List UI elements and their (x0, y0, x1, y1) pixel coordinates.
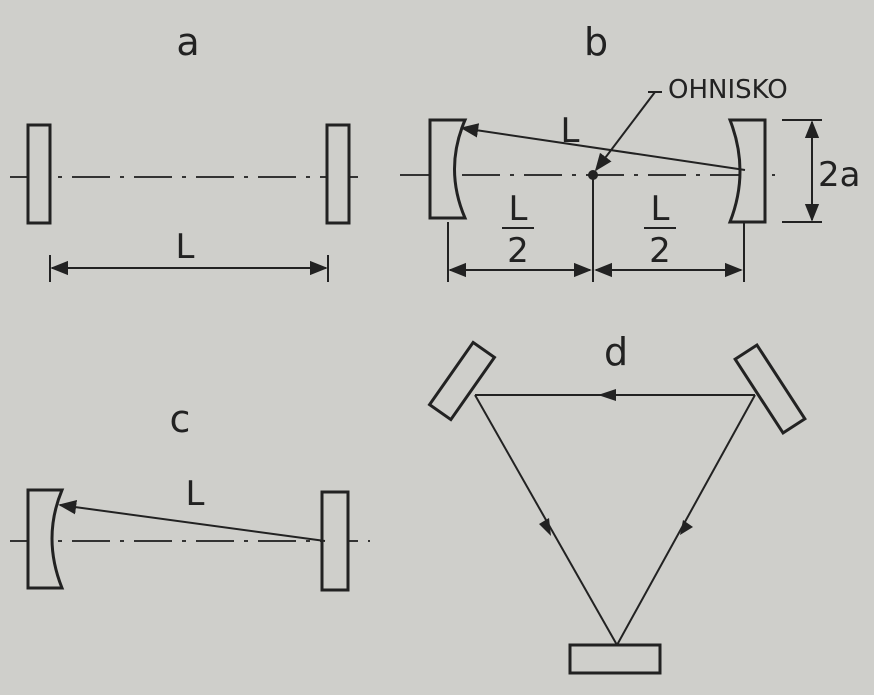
panel-a-right-flat-mirror (325, 123, 351, 225)
panel-b: b L OHNISKO L 2 L 2 2a (400, 20, 860, 282)
panel-b-aperture-label: 2a (818, 155, 860, 195)
panel-b-focus-pointer (594, 91, 656, 172)
panel-d-top-right-mirror (733, 342, 807, 436)
panel-d-label: d (604, 330, 628, 374)
panel-d-right-beam-arrow (680, 520, 693, 535)
panel-c-flat-mirror (320, 490, 350, 592)
panel-b-label: b (584, 20, 608, 64)
panel-a-left-flat-mirror (26, 123, 52, 225)
panel-b-right-half-numerator: L (651, 189, 670, 229)
panel-c-label: c (170, 397, 191, 441)
panel-b-beam-length-label: L (561, 111, 580, 151)
panel-b-right-concave-mirror (727, 118, 767, 224)
panel-b-left-concave-mirror (428, 118, 468, 220)
panel-b-beam (460, 123, 746, 171)
panel-d: d (427, 330, 807, 675)
panel-c: c L (10, 397, 370, 592)
panel-d-top-left-mirror (427, 340, 497, 422)
panel-a: a L (10, 20, 365, 282)
panel-a-length-label: L (176, 227, 195, 267)
panel-b-focus-label: OHNISKO (668, 75, 788, 105)
panel-d-bottom-mirror (568, 643, 662, 675)
panel-b-left-half-numerator: L (509, 189, 528, 229)
panel-b-right-half-denominator: 2 (649, 231, 671, 271)
panel-c-beam-length-label: L (186, 474, 205, 514)
panel-c-concave-mirror (26, 488, 65, 590)
panel-d-top-beam-arrow (598, 389, 616, 401)
panel-b-left-half-denominator: 2 (507, 231, 529, 271)
panel-c-beam (58, 500, 326, 542)
panel-d-left-beam-arrow (539, 518, 551, 536)
panel-a-label: a (176, 20, 199, 64)
panel-d-right-beam (616, 394, 756, 646)
